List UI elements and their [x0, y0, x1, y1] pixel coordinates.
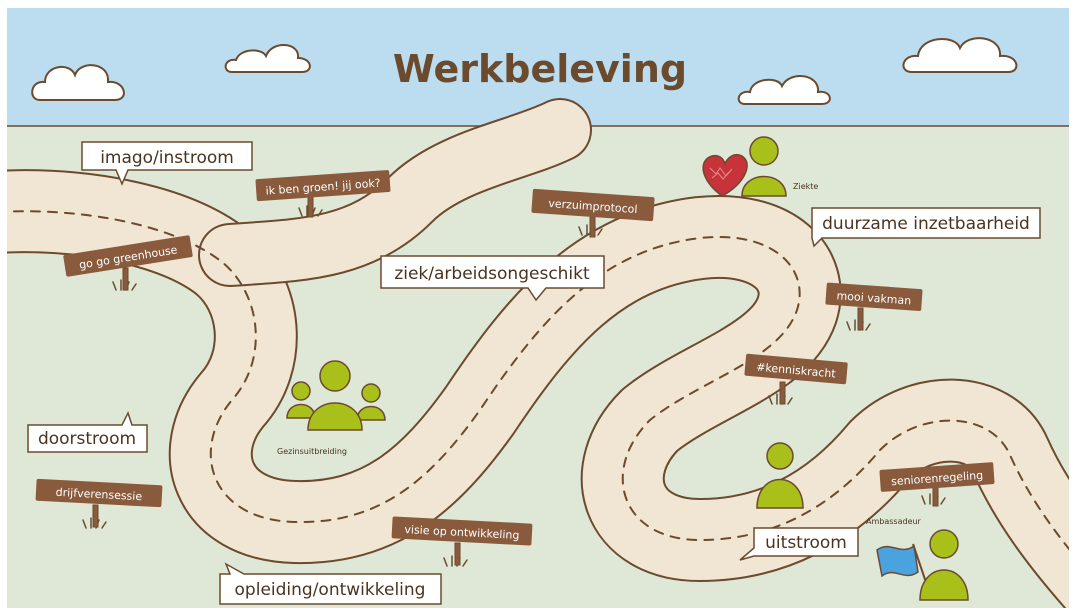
ambassadeur-label: Ambassadeur [866, 517, 922, 526]
sign-kenniskracht: #kenniskracht [744, 353, 848, 385]
sign-drijfverensessie: drijfverensessie [35, 478, 163, 508]
grass-tuft-icon [921, 493, 946, 505]
sign-label: mooi vakman [836, 289, 912, 307]
bubble-uitstroom: uitstroom [739, 527, 859, 561]
sign-verzuimprotocol: verzuimprotocol [531, 188, 655, 222]
person-icon [756, 442, 804, 509]
bubble-label: doorstroom [38, 429, 136, 449]
bubble-duurzame-inzetbaarheid: duurzame inzetbaarheid [811, 207, 1041, 248]
bubble-label: opleiding/ontwikkeling [235, 580, 426, 600]
bubble-label: ziek/arbeidsongeschikt [394, 264, 590, 284]
sign-seniorenregeling: seniorenregeling [879, 462, 995, 492]
cloud-icon [224, 44, 311, 73]
person-icon [286, 360, 386, 431]
bubble-imago-instroom: imago/instroom [81, 141, 253, 186]
bubble-doorstroom: doorstroom [27, 411, 148, 453]
cloud-icon [737, 74, 831, 105]
grass-tuft-icon [578, 224, 603, 236]
sign-ik-ben-groen: ik ben groen! jij ook? [255, 170, 391, 202]
cloud-icon [902, 37, 1018, 73]
grass-tuft-icon [846, 319, 871, 331]
sign-label: verzuimprotocol [548, 197, 638, 216]
grass-tuft-icon [82, 517, 107, 529]
heart-icon [702, 153, 748, 197]
grass-tuft-icon [443, 555, 468, 567]
sign-label: drijfverensessie [55, 486, 142, 504]
grass-tuft-icon [768, 393, 793, 405]
ziekte-label: Ziekte [793, 182, 818, 191]
sign-label: visie op ontwikkeling [404, 523, 520, 542]
bubble-label: uitstroom [765, 533, 847, 553]
bubble-ziek-arbeidsongeschikt: ziek/arbeidsongeschikt [380, 255, 605, 302]
winding-road [7, 98, 1069, 608]
sign-visie-op-ontwikkeling: visie op ontwikkeling [391, 516, 533, 546]
sign-mooi-vakman: mooi vakman [825, 282, 923, 312]
bubble-label: imago/instroom [100, 148, 234, 168]
person-icon [741, 136, 787, 197]
grass-tuft-icon [112, 279, 137, 291]
bubble-label: duurzame inzetbaarheid [822, 214, 1030, 234]
bubble-opleiding-ontwikkeling: opleiding/ontwikkeling [219, 562, 442, 605]
sign-label: seniorenregeling [891, 469, 984, 488]
page-title: Werkbeleving [393, 47, 687, 91]
grass-tuft-icon [298, 205, 323, 217]
person-icon [919, 529, 969, 601]
gezinsuitbreiding-label: Gezinsuitbreiding [277, 447, 347, 456]
cloud-icon [31, 64, 125, 101]
